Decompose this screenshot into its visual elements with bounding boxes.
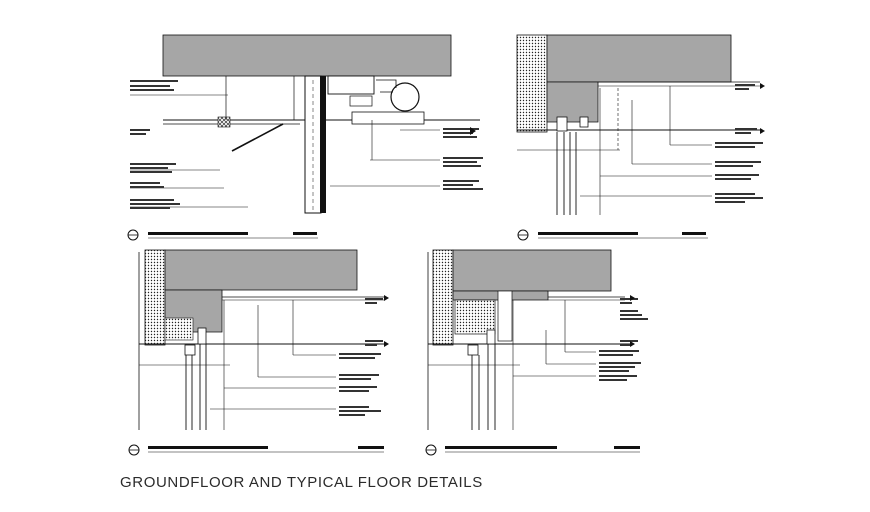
concrete-slab xyxy=(452,249,612,292)
detail-1 xyxy=(127,34,483,241)
detail-2 xyxy=(516,34,765,241)
concrete-slab xyxy=(164,249,358,291)
brick-wall xyxy=(144,249,166,346)
detail-3 xyxy=(128,249,389,456)
access-panel xyxy=(231,123,284,152)
brick-wall xyxy=(516,34,548,133)
duct-unit xyxy=(327,75,375,95)
detail-4 xyxy=(425,249,648,456)
drawing-caption: GROUNDFLOOR AND TYPICAL FLOOR DETAILS xyxy=(120,474,483,491)
concrete-slab xyxy=(162,34,452,77)
fan-circle xyxy=(390,82,420,112)
blind-box xyxy=(454,299,496,335)
brick-wall xyxy=(432,249,454,346)
concrete-slab xyxy=(546,34,732,83)
